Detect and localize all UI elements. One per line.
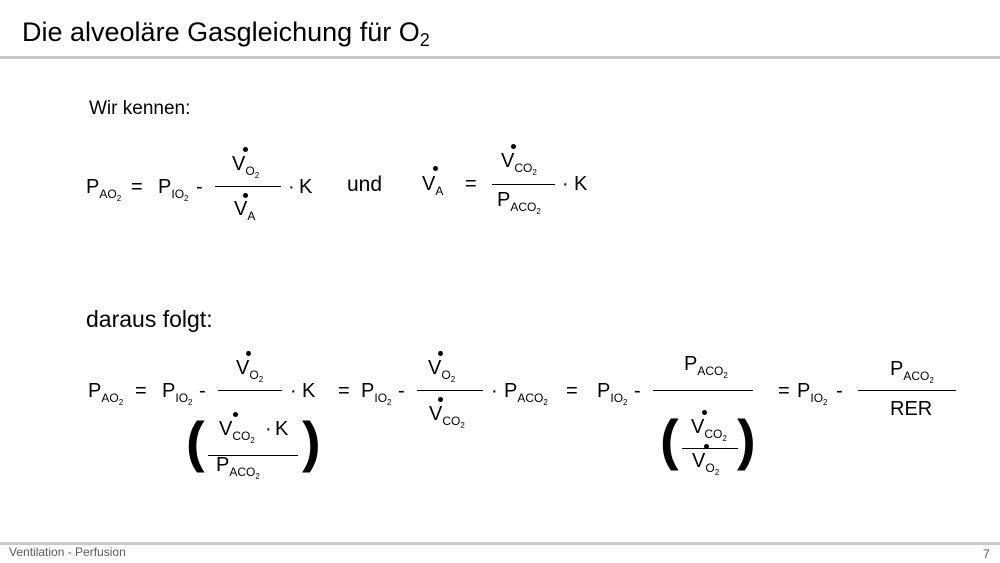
eq6-pio2: PIO2 [797,380,828,407]
eq6-equals: = [778,380,790,402]
eq1-equals: = [131,176,143,198]
eq2-k: K [574,173,588,195]
eq1-den-va: VA [234,198,256,223]
eq5-minus: - [634,380,641,402]
eq4-minus: - [398,380,405,402]
eq3-pio2: PIO2 [162,380,193,407]
eq4-num-vo2: VO2 [428,357,456,384]
eq3-times: · [290,380,297,402]
eq5-left-paren: ( [660,408,679,471]
v-dot-mark [246,351,251,356]
eq5-inner-num-vco2: VCO2 [691,416,727,443]
v-dot-mark [433,166,438,171]
eq3-den-paco2: PACO2 [216,454,260,481]
eq1-num-vo2: VO2 [232,153,260,180]
v-dot-mark [511,144,516,149]
v-dot-mark [438,397,443,402]
eq4-paco2: PACO2 [504,380,548,407]
eq2-num-vco2: VCO2 [501,150,537,177]
eq5-fraction-bar [653,390,753,391]
eq4-times: · [491,380,498,402]
connector-und: und [347,173,383,196]
eq6-den-rer: RER [890,398,933,420]
eq6-minus: - [836,380,843,402]
title-divider [0,56,1000,59]
eq1-minus: - [196,176,203,198]
eq5-equals: = [566,380,578,402]
eq6-fraction-bar [858,390,956,391]
footer-divider [0,542,1000,545]
slide-title: Die alveoläre Gasgleichung für O2 [22,17,430,50]
eq5-inner-fraction-bar [682,448,738,449]
eq6-num-paco2: PACO2 [890,358,934,385]
eq4-equals: = [338,380,350,402]
eq2-equals: = [465,173,477,195]
eq3-den-times: · [265,418,272,440]
eq3-equals: = [135,380,147,402]
v-dot-mark [233,412,238,417]
eq3-lhs-pao2: PAO2 [88,380,124,407]
eq2-lhs-va: VA [422,173,444,198]
eq3-num-vo2: VO2 [236,357,264,384]
eq1-pio2: PIO2 [158,176,189,203]
eq3-minus: - [199,380,206,402]
eq4-pio2: PIO2 [361,380,392,407]
eq3-right-paren: ) [302,410,321,473]
eq1-lhs-pao2: PAO2 [86,176,122,203]
eq1-fraction-bar [215,186,281,187]
eq3-inner-fraction-bar [208,455,298,456]
eq4-fraction-bar [417,390,483,391]
page-number: 7 [983,547,990,561]
eq5-pio2: PIO2 [597,380,628,407]
intro-label: Wir kennen: [89,98,191,119]
eq3-k: K [302,380,316,402]
eq4-den-vco2: VCO2 [429,403,465,430]
v-dot-mark [704,444,709,449]
eq5-right-paren: ) [737,408,756,471]
v-dot-mark [438,351,443,356]
eq2-den-paco2: PACO2 [497,189,541,216]
eq2-times: · [562,173,569,195]
eq1-k: K [299,176,313,198]
eq5-num-paco2: PACO2 [684,353,728,380]
v-dot-mark [243,193,248,198]
eq3-fraction-bar [218,390,282,391]
eq3-den-vco2: VCO2 [219,418,255,445]
eq2-fraction-bar [492,184,555,185]
eq5-inner-den-vo2: VO2 [692,450,720,477]
eq3-den-k: K [275,418,289,440]
footer-text: Ventilation - Perfusion [9,545,126,559]
result-label: daraus folgt: [86,306,213,332]
v-dot-mark [702,410,707,415]
eq1-times: · [288,176,295,198]
eq3-left-paren: ( [186,410,205,473]
v-dot-mark [243,147,248,152]
